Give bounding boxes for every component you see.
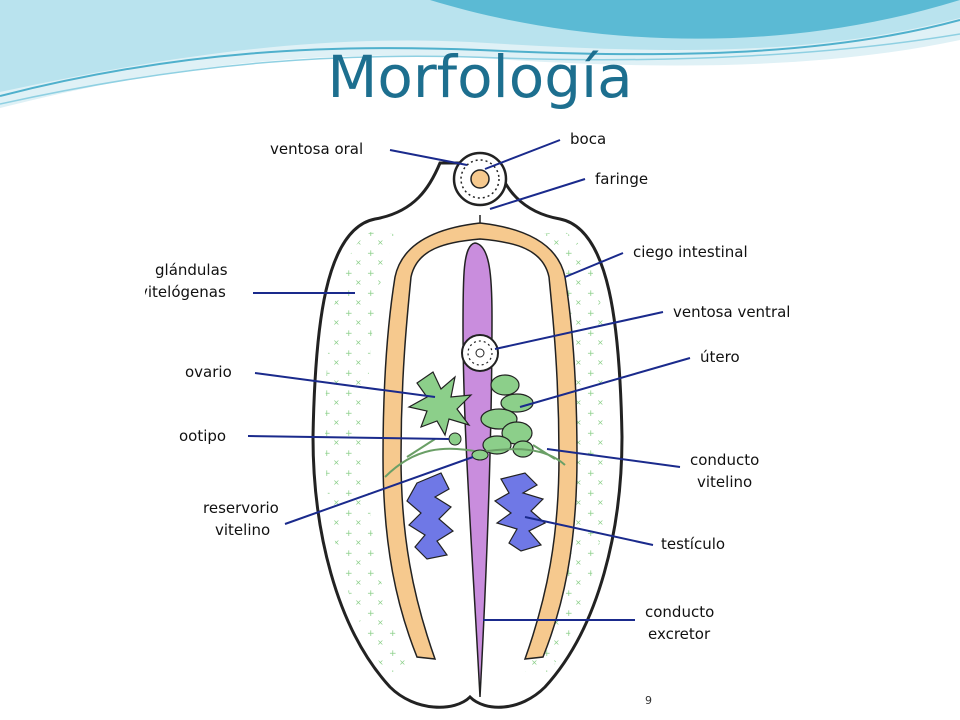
label-reservorio-line1: reservorio bbox=[203, 499, 279, 517]
label-boca: boca bbox=[570, 130, 606, 148]
leader-reservorio bbox=[284, 456, 474, 525]
intestinal-caecum bbox=[382, 215, 578, 660]
leader-faringe bbox=[489, 178, 586, 210]
vitelline-glands-left bbox=[325, 231, 410, 672]
leader-utero bbox=[519, 357, 691, 408]
ovary bbox=[407, 371, 473, 437]
leader-ventosa-oral bbox=[389, 149, 468, 166]
label-conducto-vitelino-line1: conducto bbox=[690, 451, 759, 469]
label-ciego-intestinal: ciego intestinal bbox=[633, 243, 748, 261]
diagram-panel: + × bbox=[145, 127, 815, 720]
vitelline-reservoir bbox=[471, 449, 489, 461]
leader-boca bbox=[484, 139, 561, 170]
fluke-morphology-diagram: + × bbox=[145, 130, 790, 709]
label-conducto-excretor-line1: conducto bbox=[645, 603, 714, 621]
label-conducto-vitelino-line2: vitelino bbox=[697, 473, 752, 491]
slide-title: Morfología bbox=[327, 43, 633, 111]
leader-ciego bbox=[564, 252, 624, 278]
label-glandulas-line2: vitelógenas bbox=[145, 283, 226, 301]
label-testiculo: testículo bbox=[661, 535, 725, 553]
ootype bbox=[448, 432, 462, 446]
page-number: 9 bbox=[645, 694, 652, 707]
label-ventosa-oral: ventosa oral bbox=[270, 140, 363, 158]
leader-ootipo bbox=[247, 435, 450, 440]
ventral-sucker bbox=[461, 334, 499, 372]
testis-right bbox=[493, 472, 547, 552]
testis-left bbox=[406, 472, 455, 560]
label-utero: útero bbox=[700, 348, 740, 366]
label-reservorio-line2: vitelino bbox=[215, 521, 270, 539]
label-ootipo: ootipo bbox=[179, 427, 226, 445]
oral-sucker bbox=[452, 151, 508, 207]
leader-ventosa-ventral bbox=[494, 311, 664, 350]
vitelline-glands-right bbox=[525, 231, 610, 672]
label-glandulas-line1: glándulas bbox=[155, 261, 228, 279]
label-faringe: faringe bbox=[595, 170, 648, 188]
leader-conducto-vitelino bbox=[546, 448, 681, 468]
label-ventosa-ventral: ventosa ventral bbox=[673, 303, 790, 321]
label-conducto-excretor-line2: excretor bbox=[648, 625, 711, 643]
leader-testiculo bbox=[524, 516, 654, 546]
label-ovario: ovario bbox=[185, 363, 232, 381]
leader-ovario bbox=[254, 372, 436, 398]
